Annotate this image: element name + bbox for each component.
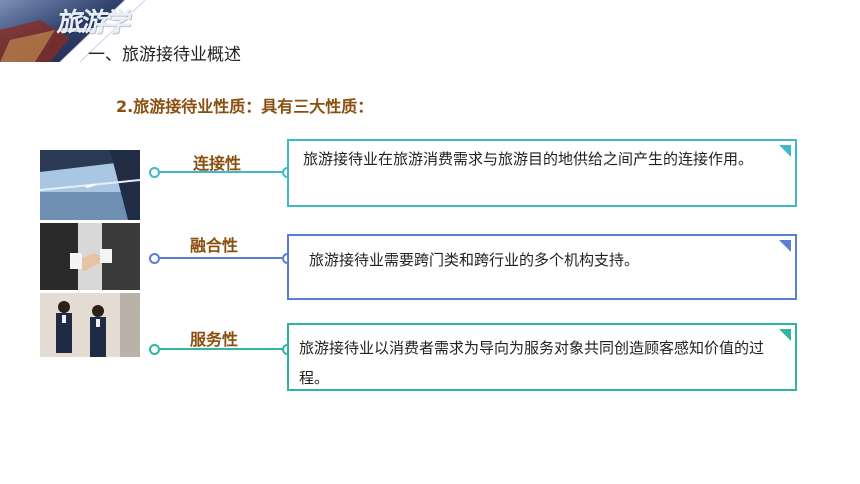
connector-node-left-connectivity <box>149 167 160 178</box>
corner-triangle-icon <box>779 329 791 341</box>
corner-triangle-icon <box>779 240 791 252</box>
property-box-connectivity: 旅游接待业在旅游消费需求与旅游目的地供给之间产生的连接作用。 <box>287 139 797 207</box>
connector-line-connectivity <box>160 171 282 173</box>
connector-line-service <box>160 348 282 350</box>
header-logo-art: 旅游学 <box>0 0 160 62</box>
subheading: 2.旅游接待业性质：具有三大性质： <box>116 97 374 116</box>
property-label-service: 服务性 <box>190 330 239 349</box>
handshake-photo <box>40 223 140 290</box>
property-text-service: 旅游接待业以消费者需求为导向为服务对象共同创造顾客感知价值的过程。 <box>299 339 765 387</box>
property-box-service: 旅游接待业以消费者需求为导向为服务对象共同创造顾客感知价值的过程。 <box>287 323 797 391</box>
corner-triangle-icon <box>779 145 791 157</box>
connector-line-integration <box>160 257 282 259</box>
logo-text: 旅游学 <box>55 8 132 38</box>
section-title: 一、旅游接待业概述 <box>88 45 241 65</box>
airport-window-photo <box>40 150 140 220</box>
connector-node-left-service <box>149 344 160 355</box>
property-box-integration: 旅游接待业需要跨门类和跨行业的多个机构支持。 <box>287 234 797 300</box>
property-text-connectivity: 旅游接待业在旅游消费需求与旅游目的地供给之间产生的连接作用。 <box>303 150 754 168</box>
flight-attendants-photo <box>40 293 140 357</box>
connector-node-left-integration <box>149 253 160 264</box>
property-text-integration: 旅游接待业需要跨门类和跨行业的多个机构支持。 <box>309 251 640 269</box>
property-label-connectivity: 连接性 <box>193 154 242 173</box>
property-label-integration: 融合性 <box>190 236 239 255</box>
